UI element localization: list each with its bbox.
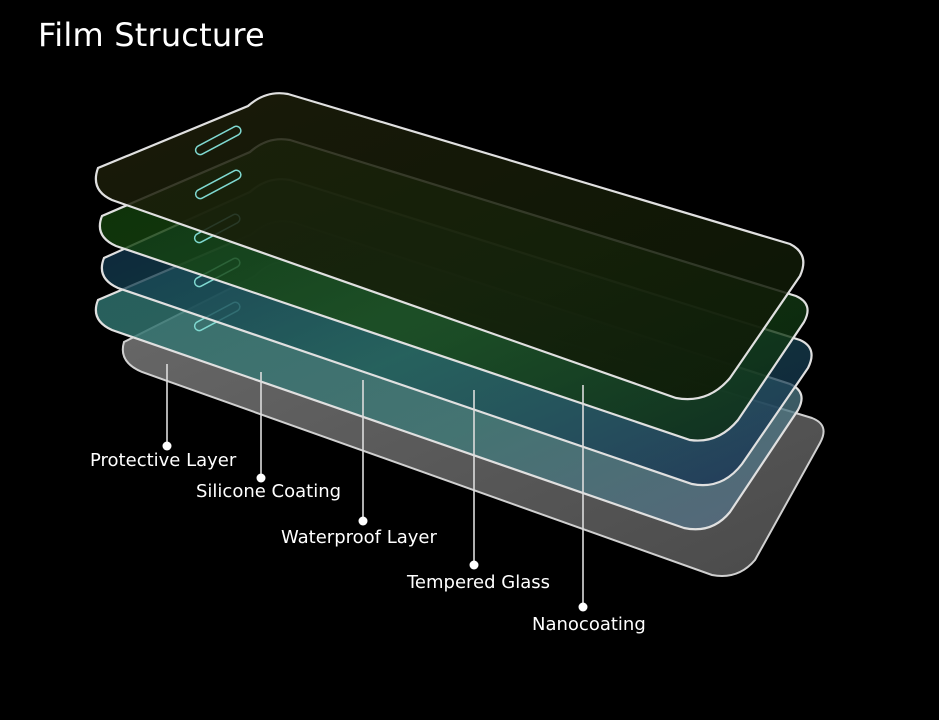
label-nanocoating: Nanocoating	[532, 614, 646, 635]
speaker-slot-icon	[194, 169, 242, 200]
leader-dots	[162, 441, 588, 612]
layer-protective	[94, 92, 805, 401]
label-protective-layer: Protective Layer	[90, 450, 237, 471]
label-waterproof-layer: Waterproof Layer	[281, 527, 437, 548]
label-tempered-glass: Tempered Glass	[407, 572, 551, 593]
page-title: Film Structure	[38, 16, 265, 54]
label-silicone-coating: Silicone Coating	[196, 481, 342, 502]
leader-lines-front	[166, 364, 584, 607]
speaker-slot-icon	[194, 125, 242, 156]
